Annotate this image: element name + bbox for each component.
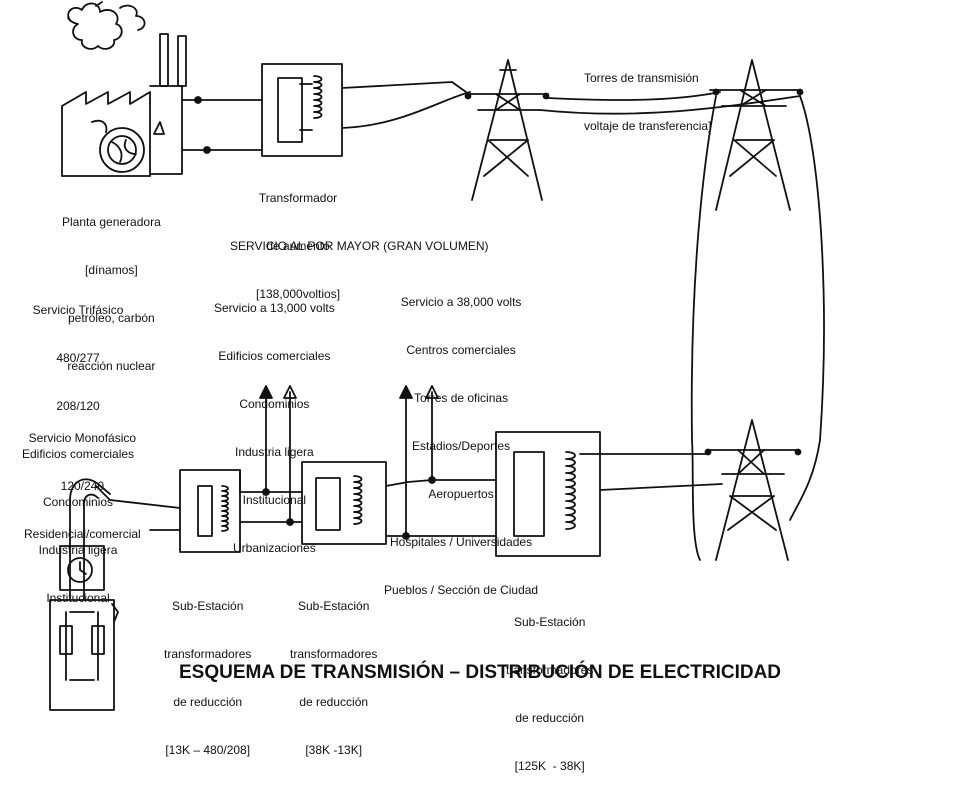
transmission-tower-icon (704, 419, 802, 561)
servicio-13000-line-5: Institucional (242, 493, 307, 507)
servicio-38000-line-7: Pueblos / Sección de Ciudad (384, 583, 539, 597)
subestacion-1-line-3: de reducción (173, 695, 243, 709)
trifasico-line-7: Institucional (46, 591, 110, 605)
subestacion-2-line-1: Sub-Estación (298, 599, 370, 613)
label-servicio-mayor: SERVICIO AL POR MAYOR (GRAN VOLUMEN) (230, 239, 489, 253)
trifasico-line-5: Condominios (43, 495, 114, 509)
monofasico-line-1: Servicio Monofásico (28, 431, 137, 445)
servicio-13000-line-1: Servicio a 13,000 volts (214, 301, 335, 315)
servicio-13000-line-6: Urbanizaciones (233, 541, 316, 555)
torres-line-2: voltaje de transferencia] (584, 119, 712, 133)
diagram-title: ESQUEMA DE TRANSMISIÓN – DISTRIBUCIÓN DE… (178, 662, 782, 683)
servicio-13000-line-4: Industria ligera (235, 445, 314, 459)
power-plant-icon (61, 1, 187, 177)
diagram-canvas: Torres de transmisión voltaje de transfe… (22, 1, 825, 773)
subestacion-2-line-3: de reducción (299, 695, 369, 709)
transmission-tower-icon (709, 59, 804, 211)
transformador-line-2: de aumento (266, 239, 330, 253)
planta-line-3: petróleo, carbón (68, 311, 155, 325)
transmission-tower-icon (464, 59, 550, 201)
label-servicio-13000: Servicio a 13,000 volts Edificios comerc… (214, 268, 335, 572)
substation-transformer-icon (495, 431, 601, 557)
step-up-transformer-icon (261, 63, 343, 157)
subestacion-1-line-1: Sub-Estación (172, 599, 244, 613)
subestacion-3-line-3: de reducción (515, 711, 585, 725)
trifasico-line-1: Servicio Trifásico (32, 303, 124, 317)
servicio-38000-line-5: Aeropuertos (428, 487, 494, 501)
transformador-line-3: [138,000voltios] (256, 287, 341, 301)
substation-transformer-icon (179, 469, 241, 553)
meter-panel-icon (49, 478, 119, 711)
monofasico-line-3: Residencial/comercial (24, 527, 141, 541)
transformador-line-1: Transformador (258, 191, 338, 205)
subestacion-2-line-2: transformadores (290, 647, 378, 661)
planta-line-2: [dínamos] (85, 263, 138, 277)
label-trifasico: Servicio Trifásico 480/277 208/120 Edifi… (22, 270, 134, 622)
planta-line-4: reacción nuclear (67, 359, 156, 373)
trifasico-line-4: Edificios comerciales (22, 447, 135, 461)
trifasico-line-6: Industria ligera (38, 543, 118, 557)
servicio-13000-line-3: Condominios (239, 397, 310, 411)
label-subestacion-3: Sub-Estación transformadores de reducció… (506, 582, 593, 790)
servicio-38000-line-4: Estadios/Deportes (412, 439, 511, 453)
label-planta: Planta generadora [dínamos] petróleo, ca… (62, 182, 161, 390)
subestacion-1-line-4: [13K – 480/208] (165, 743, 251, 757)
trifasico-line-2: 480/277 (56, 351, 100, 365)
subestacion-1-line-2: transformadores (164, 647, 252, 661)
trifasico-line-3: 208/120 (56, 399, 100, 413)
servicio-38000-line-3: Torres de oficinas (414, 391, 509, 405)
subestacion-2-line-4: [38K -13K] (305, 743, 363, 757)
label-monofasico: Servicio Monofásico 120/240 Residencial/… (24, 398, 141, 558)
substation-transformer-icon (301, 461, 387, 545)
label-torres: Torres de transmisión voltaje de transfe… (584, 38, 711, 150)
monofasico-line-2: 120/240 (60, 479, 105, 493)
label-transformador: Transformador de aumento [138,000voltios… (256, 158, 340, 318)
planta-line-1: Planta generadora (62, 215, 161, 229)
torres-line-1: Torres de transmisión (584, 71, 699, 85)
servicio-13000-line-2: Edificios comerciales (218, 349, 331, 363)
subestacion-3-line-4: [125K - 38K] (514, 759, 585, 773)
label-servicio-38000: Servicio a 38,000 volts Centros comercia… (384, 262, 538, 614)
subestacion-3-line-1: Sub-Estación (514, 615, 586, 629)
servicio-38000-line-6: Hospitales / Universidades (390, 535, 533, 549)
servicio-38000-line-2: Centros comerciales (406, 343, 516, 357)
subestacion-3-line-2: transformadores (506, 663, 594, 677)
servicio-38000-line-1: Servicio a 38,000 volts (400, 295, 522, 309)
